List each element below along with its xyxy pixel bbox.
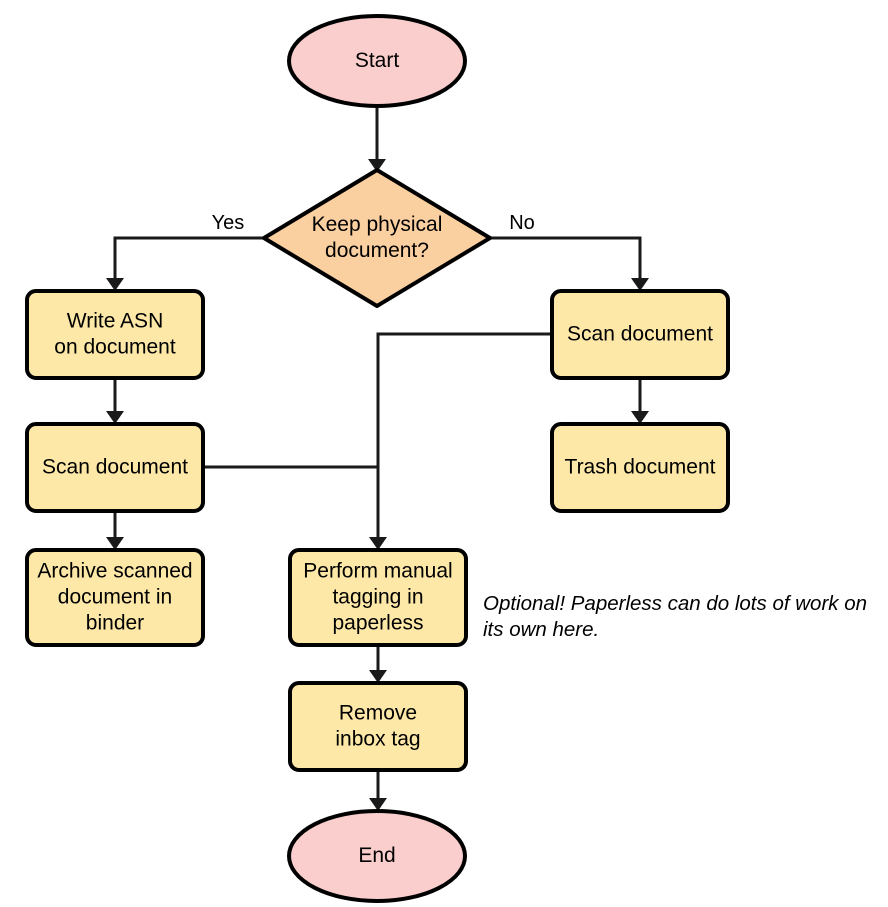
edge-start-to-decision (368, 106, 386, 172)
edge-decision-no-to-scan-right: No (490, 212, 649, 291)
edge-path (490, 236, 642, 283)
edge-remove-inbox-to-end (369, 770, 387, 811)
edge-scan-left-to-archive (106, 511, 124, 550)
edge-decision-yes-to-write-asn: Yes (106, 212, 265, 291)
arrowhead-icon (631, 411, 649, 424)
arrowhead-icon (369, 798, 387, 811)
edge-path (376, 332, 552, 542)
process-shape (550, 422, 730, 513)
node-end[interactable]: End (287, 809, 467, 903)
arrowhead-icon (368, 159, 386, 172)
edge-scan-right-to-trash (631, 378, 649, 424)
process-shape (550, 289, 730, 380)
node-label-end: End (358, 844, 395, 867)
edge-label-decision-yes-to-write-asn: Yes (212, 212, 245, 234)
annotations-layer: Optional! Paperless can do lots of work … (483, 592, 867, 641)
node-label-scan-document-right: Scan document (567, 322, 713, 345)
edge-scan-right-to-manual-tagging (369, 332, 552, 550)
arrowhead-icon (106, 537, 124, 550)
node-label-scan-document-left: Scan document (42, 455, 188, 478)
node-scan-document-left[interactable]: Scan document (25, 422, 205, 513)
annotation-optional-note: Optional! Paperless can do lots of work … (483, 592, 867, 641)
arrowhead-icon (369, 537, 387, 550)
terminator-shape (287, 14, 467, 108)
edge-write-asn-to-scan-left (106, 378, 124, 424)
arrowhead-icon (631, 278, 649, 291)
process-shape (288, 548, 468, 647)
process-shape (288, 681, 468, 772)
edge-label-decision-no-to-scan-right: No (509, 212, 535, 234)
node-label-start: Start (355, 49, 400, 72)
edge-manual-tagging-to-remove-inbox (369, 645, 387, 683)
process-shape (25, 289, 205, 380)
edges-layer: Yes No (106, 106, 649, 811)
process-shape (25, 548, 205, 647)
edge-path (113, 236, 265, 283)
node-label-trash-document: Trash document (565, 455, 716, 478)
node-start[interactable]: Start (287, 14, 467, 108)
arrowhead-icon (106, 278, 124, 291)
arrowhead-icon (106, 411, 124, 424)
node-trash-document[interactable]: Trash document (550, 422, 730, 513)
arrowhead-icon (369, 670, 387, 683)
terminator-shape (287, 809, 467, 903)
process-shape (25, 422, 205, 513)
decision-shape (262, 168, 492, 308)
node-scan-document-right[interactable]: Scan document (550, 289, 730, 380)
